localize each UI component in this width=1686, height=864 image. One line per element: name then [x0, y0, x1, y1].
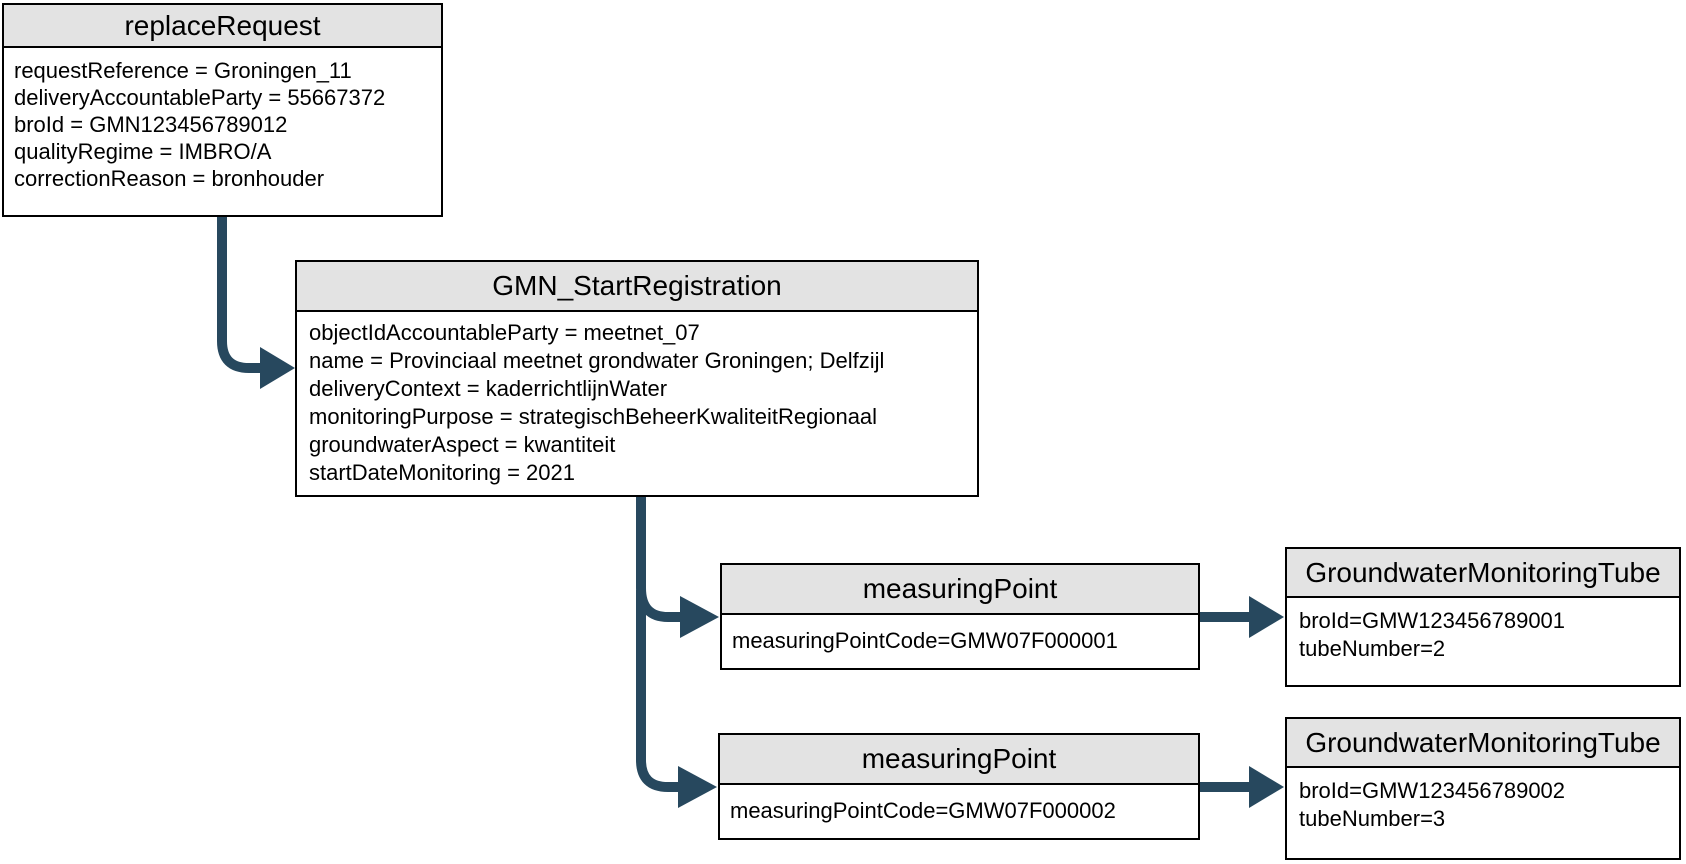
attribute-line: measuringPointCode=GMW07F000001 — [732, 627, 1118, 653]
gmn-start-registration-box: GMN_StartRegistration objectIdAccountabl… — [295, 260, 979, 497]
attribute-line: groundwaterAspect = kwantiteit — [309, 432, 616, 457]
measuring-point-1-title: measuringPoint — [722, 565, 1198, 615]
groundwater-monitoring-tube-2-attributes: broId=GMW123456789002 tubeNumber=3 — [1287, 768, 1679, 842]
attribute-line: name = Provinciaal meetnet grondwater Gr… — [309, 348, 885, 373]
gmn-start-registration-attributes: objectIdAccountableParty = meetnet_07 na… — [297, 312, 977, 494]
measuring-point-1-attributes: measuringPointCode=GMW07F000001 — [722, 615, 1198, 666]
arrow-replace-to-gmn — [217, 216, 295, 389]
attribute-line: measuringPointCode=GMW07F000002 — [730, 797, 1116, 823]
attribute-line: monitoringPurpose = strategischBeheerKwa… — [309, 404, 878, 429]
measuring-point-2-attributes: measuringPointCode=GMW07F000002 — [720, 785, 1198, 836]
attribute-line: qualityRegime = IMBRO/A — [14, 139, 272, 164]
arrow-gmn-to-measuring-point-2 — [636, 590, 717, 808]
arrow-gmn-to-measuring-point-1 — [636, 496, 719, 638]
replace-request-attributes: requestReference = Groningen_11 delivery… — [4, 48, 441, 201]
attribute-line: tubeNumber=3 — [1299, 806, 1446, 831]
attribute-line: deliveryContext = kaderrichtlijnWater — [309, 376, 668, 401]
gmn-start-registration-title: GMN_StartRegistration — [297, 262, 977, 312]
attribute-line: requestReference = Groningen_11 — [14, 58, 352, 83]
attribute-line: startDateMonitoring = 2021 — [309, 460, 575, 485]
replace-request-title: replaceRequest — [4, 5, 441, 48]
groundwater-monitoring-tube-2-title: GroundwaterMonitoringTube — [1287, 719, 1679, 768]
arrow-measuring-point-2-to-tube-2 — [1200, 766, 1284, 808]
measuring-point-2-title: measuringPoint — [720, 735, 1198, 785]
arrow-measuring-point-1-to-tube-1 — [1200, 596, 1284, 638]
attribute-line: correctionReason = bronhouder — [14, 166, 325, 191]
attribute-line: broId = GMN123456789012 — [14, 112, 288, 137]
attribute-line: deliveryAccountableParty = 55667372 — [14, 85, 386, 110]
groundwater-monitoring-tube-1-attributes: broId=GMW123456789001 tubeNumber=2 — [1287, 598, 1679, 672]
groundwater-monitoring-tube-1-title: GroundwaterMonitoringTube — [1287, 549, 1679, 598]
attribute-line: broId=GMW123456789002 — [1299, 778, 1566, 803]
measuring-point-1-box: measuringPoint measuringPointCode=GMW07F… — [720, 563, 1200, 670]
attribute-line: tubeNumber=2 — [1299, 636, 1446, 661]
attribute-line: broId=GMW123456789001 — [1299, 608, 1566, 633]
measuring-point-2-box: measuringPoint measuringPointCode=GMW07F… — [718, 733, 1200, 840]
attribute-line: objectIdAccountableParty = meetnet_07 — [309, 320, 700, 345]
groundwater-monitoring-tube-1-box: GroundwaterMonitoringTube broId=GMW12345… — [1285, 547, 1681, 687]
replace-request-box: replaceRequest requestReference = Gronin… — [2, 3, 443, 217]
groundwater-monitoring-tube-2-box: GroundwaterMonitoringTube broId=GMW12345… — [1285, 717, 1681, 860]
